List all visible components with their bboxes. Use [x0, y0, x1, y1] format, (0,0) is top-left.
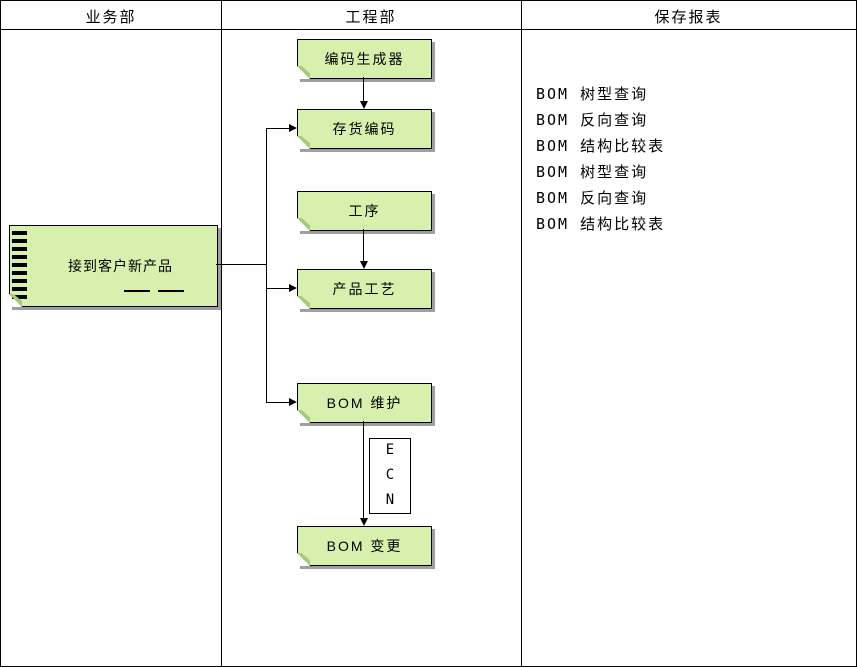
underline-mark [158, 290, 184, 292]
arrowhead-icon [360, 518, 368, 526]
node-label: BOM 变更 [326, 538, 403, 554]
report-item: BOM 结构比较表 [536, 215, 666, 233]
ecn-label-box: ECN [369, 438, 411, 517]
arrowhead-icon [289, 124, 297, 132]
lane-title-engineering: 工程部 [345, 9, 397, 26]
header-divider [1, 29, 856, 30]
report-item: BOM 树型查询 [536, 85, 649, 103]
lane-divider-2 [521, 1, 522, 666]
node-inventory-code: 存货编码 [297, 109, 432, 149]
underline-mark [124, 290, 150, 292]
node-receive-new-product: 接到客户新产品 [9, 225, 218, 307]
report-item: BOM 树型查询 [536, 163, 649, 181]
node-label: BOM 维护 [326, 395, 403, 411]
connector-process-to-craft [363, 229, 364, 261]
node-label: 工序 [348, 203, 381, 219]
connector-codegen-to-inventory [363, 77, 364, 101]
lane-title-saved-reports: 保存报表 [654, 9, 723, 26]
node-label: 存货编码 [332, 121, 397, 137]
node-label: 接到客户新产品 [68, 258, 173, 274]
ecn-label: ECN [382, 441, 398, 517]
node-code-generator: 编码生成器 [297, 39, 432, 79]
connector-branch-inventory [266, 128, 289, 129]
node-label: 编码生成器 [324, 51, 405, 67]
connector-doc-to-trunk [216, 264, 266, 265]
saved-reports-list: BOM 树型查询 BOM 反向查询 BOM 结构比较表 BOM 树型查询 BOM… [536, 81, 665, 237]
node-bom-change: BOM 变更 [297, 526, 432, 566]
connector-maintain-to-change [363, 421, 364, 518]
node-product-craft: 产品工艺 [297, 269, 432, 309]
connector-branch-bom-maintain [266, 402, 289, 403]
arrowhead-icon [360, 261, 368, 269]
node-label: 产品工艺 [332, 281, 397, 297]
report-item: BOM 结构比较表 [536, 137, 666, 155]
lane-divider-1 [221, 1, 222, 666]
connector-branch-product-craft [266, 288, 289, 289]
report-item: BOM 反向查询 [536, 111, 649, 129]
report-item: BOM 反向查询 [536, 189, 649, 207]
arrowhead-icon [289, 398, 297, 406]
arrowhead-icon [289, 284, 297, 292]
arrowhead-icon [360, 101, 368, 109]
spiral-binding-icon [12, 231, 27, 301]
node-bom-maintain: BOM 维护 [297, 383, 432, 423]
lane-title-business: 业务部 [85, 9, 137, 26]
node-process: 工序 [297, 191, 432, 231]
connector-trunk [266, 128, 267, 402]
